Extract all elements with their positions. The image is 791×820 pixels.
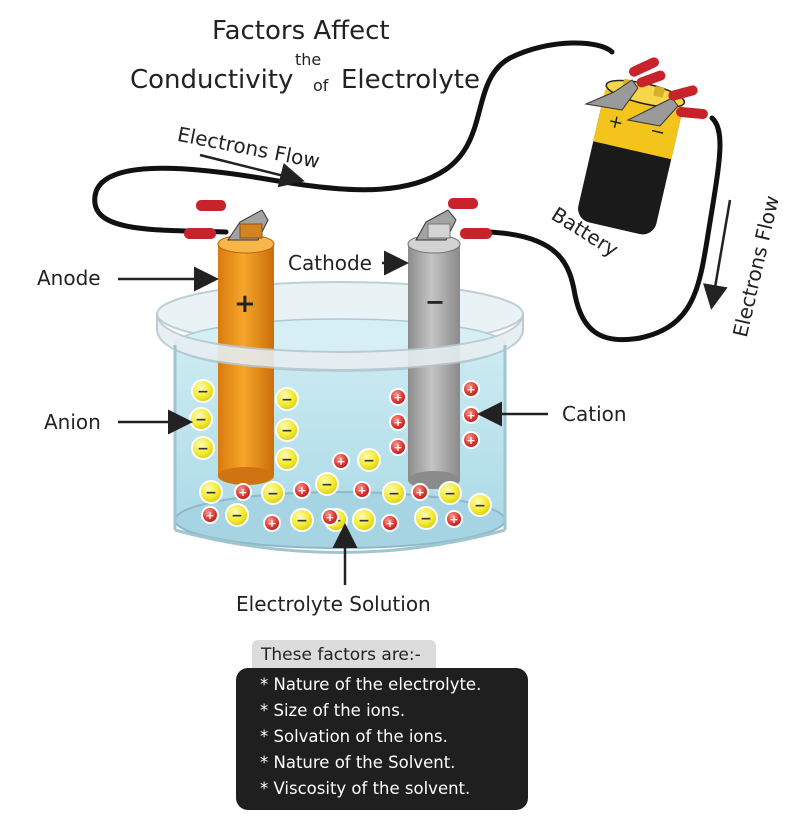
anion-ion — [275, 447, 299, 471]
factors-heading: These factors are:- — [252, 640, 436, 670]
anion-ion-sign: − — [231, 508, 243, 524]
anion-ion — [352, 508, 376, 532]
anion-ion — [261, 481, 285, 505]
beaker-rim-front — [156, 313, 524, 372]
anode-clip — [184, 200, 269, 241]
title-line-1: Factors Affect — [212, 16, 390, 46]
cation-ion-sign: + — [205, 509, 214, 522]
anode-plus-sign: + — [234, 289, 256, 319]
anion-ion — [275, 418, 299, 442]
anion-ion — [191, 379, 215, 403]
electrons-flow-arrow-right — [703, 199, 732, 310]
cation-ion-sign: + — [297, 484, 306, 497]
battery-minus-sign: − — [648, 120, 667, 144]
title-line-2: the — [295, 50, 322, 69]
anion-ion-sign: − — [281, 452, 293, 468]
anion-ion — [290, 508, 314, 532]
cation-ion — [389, 438, 407, 456]
anion-ion — [199, 480, 223, 504]
wire-anode-to-battery — [92, 40, 615, 235]
cation-ion-sign: + — [393, 416, 402, 429]
cation-ion-sign: + — [267, 517, 276, 530]
cathode-minus-sign: − — [425, 288, 445, 316]
cation-ion — [389, 388, 407, 406]
cation-ion-sign: + — [466, 434, 475, 447]
cation-ion-sign: + — [385, 517, 394, 530]
electrolyte-solution-label: Electrolyte Solution — [236, 592, 431, 616]
anion-ion-sign: − — [388, 486, 400, 502]
factor-item: * Solvation of the ions. — [260, 727, 448, 746]
cation-ion — [321, 508, 339, 526]
cation-label: Cation — [562, 402, 627, 426]
cation-ion — [381, 514, 399, 532]
cation-ion-sign: + — [336, 455, 345, 468]
factor-item: * Size of the ions. — [260, 701, 406, 720]
anion-ion-sign: − — [420, 511, 432, 527]
anion-ion — [438, 481, 462, 505]
cation-ion-sign: + — [466, 383, 475, 396]
cation-ion — [353, 481, 371, 499]
anion-ion — [315, 472, 339, 496]
cation-ion-sign: + — [325, 511, 334, 524]
cathode-clip — [415, 198, 492, 241]
cation-ion — [389, 413, 407, 431]
anion-ion — [275, 387, 299, 411]
title-electrolyte: Electrolyte — [341, 65, 480, 95]
factors-list: * Nature of the electrolyte. * Size of t… — [236, 668, 528, 810]
cation-ion-sign: + — [357, 484, 366, 497]
cation-ion — [462, 380, 480, 398]
anion-ion — [225, 503, 249, 527]
anion-ion — [382, 481, 406, 505]
wire-cathode-to-battery — [485, 115, 723, 343]
factor-item: * Nature of the Solvent. — [260, 753, 456, 772]
anion-ion-sign: − — [195, 412, 207, 428]
anode-label: Anode — [37, 266, 101, 290]
cation-ion-sign: + — [415, 486, 424, 499]
battery-clip-left — [584, 57, 666, 111]
anion-ion — [357, 448, 381, 472]
cation-ion-sign: + — [393, 441, 402, 454]
anion-ion-sign: − — [205, 485, 217, 501]
anion-ion-sign: − — [358, 513, 370, 529]
battery-clip-right — [626, 85, 708, 127]
cation-ion — [411, 483, 429, 501]
anion-ion-sign: − — [296, 513, 308, 529]
cation-ion-sign: + — [393, 391, 402, 404]
anion-ion-sign: − — [281, 423, 293, 439]
anion-ion — [414, 506, 438, 530]
cation-ion — [263, 514, 281, 532]
anion-ion-sign: − — [197, 441, 209, 457]
ions-group: −−−−−−−−−−−−−−−−−−++++++++++++++++ — [189, 379, 492, 532]
anion-ion-sign: − — [444, 486, 456, 502]
cation-ion-sign: + — [466, 409, 475, 422]
cathode-label: Cathode — [288, 251, 372, 275]
cation-ion — [293, 481, 311, 499]
anion-ion — [468, 493, 492, 517]
anion-ion-sign: − — [267, 486, 279, 502]
cation-ion — [201, 506, 219, 524]
factor-item: * Nature of the electrolyte. — [260, 675, 482, 694]
anion-ion — [191, 436, 215, 460]
cation-ion — [234, 483, 252, 501]
factor-item: * Viscosity of the solvent. — [260, 779, 471, 798]
anion-ion-sign: − — [281, 392, 293, 408]
cation-ion — [332, 452, 350, 470]
title-of: of — [313, 76, 329, 95]
anion-ion-sign: − — [321, 477, 333, 493]
title-conductivity: Conductivity — [130, 65, 294, 95]
battery-plus-sign: + — [606, 110, 625, 134]
cation-ion-sign: + — [238, 486, 247, 499]
cation-ion — [445, 510, 463, 528]
cation-ion — [462, 431, 480, 449]
electrons-flow-arrow-top — [199, 153, 305, 188]
anion-ion-sign: − — [197, 384, 209, 400]
anion-label: Anion — [44, 410, 101, 434]
anion-ion-sign: − — [363, 453, 375, 469]
anion-ion-sign: − — [474, 498, 486, 514]
cation-ion-sign: + — [449, 513, 458, 526]
